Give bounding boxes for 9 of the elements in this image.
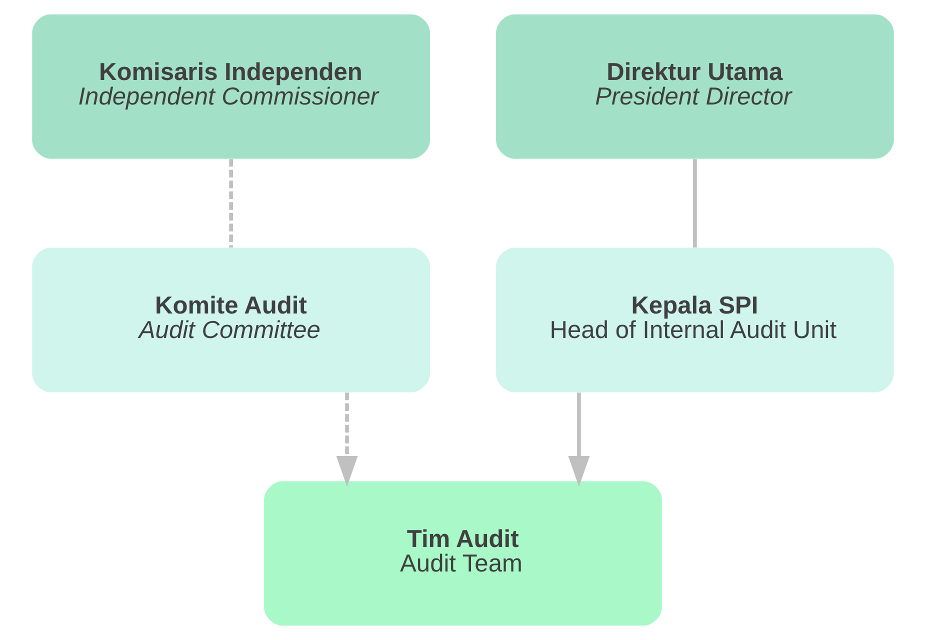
node-box: Komisaris Independen Independent Commissioner [32, 14, 430, 159]
arrow [336, 392, 358, 487]
arrow [568, 392, 590, 487]
node-box: Direktur Utama President Director [496, 14, 894, 159]
connector [693, 159, 697, 248]
connector [229, 159, 233, 248]
node-box: Komite Audit Audit Committee [32, 248, 430, 392]
node-box: Kepala SPI Head of Internal Audit Unit [496, 248, 894, 392]
node-box: Tim Audit Audit Team [264, 481, 662, 626]
